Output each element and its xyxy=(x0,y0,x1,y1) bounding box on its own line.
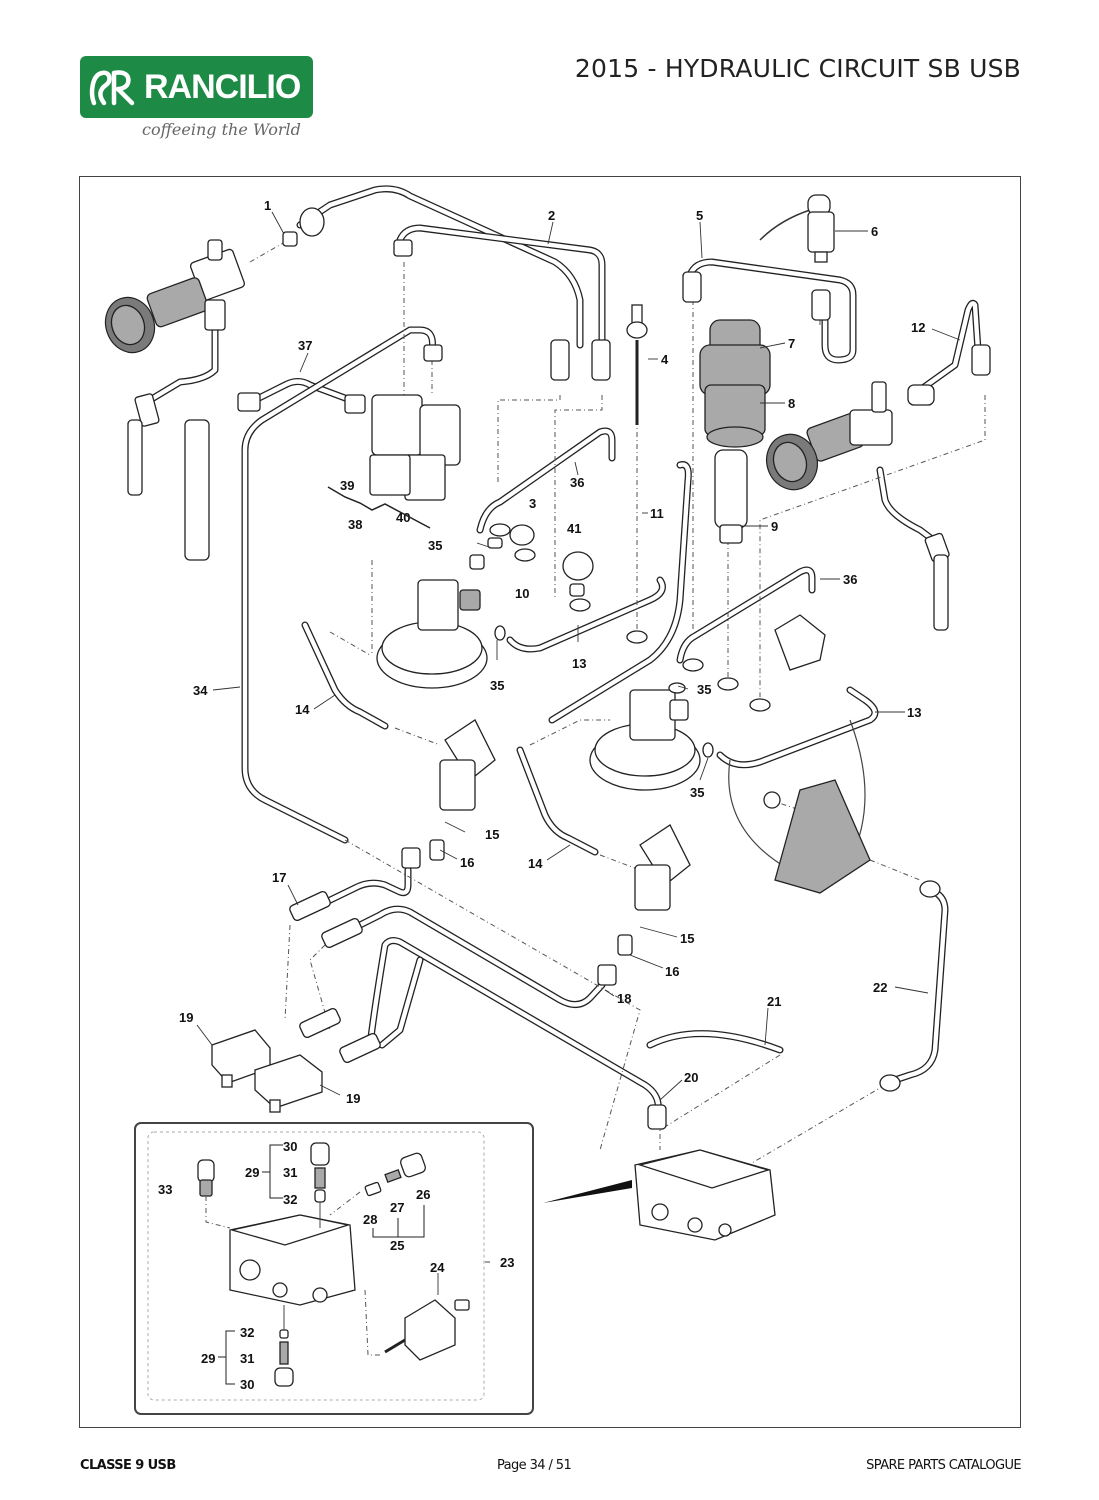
detail-inset xyxy=(134,1122,534,1415)
pipe-14-left xyxy=(301,621,389,730)
callout-36-right: 36 xyxy=(843,572,857,587)
callout-9: 9 xyxy=(771,519,778,534)
steam-tap-left xyxy=(104,207,325,496)
callout-30-bottom: 30 xyxy=(240,1377,254,1392)
callout-12: 12 xyxy=(911,320,925,335)
callout-4: 4 xyxy=(661,352,669,367)
callout-28: 28 xyxy=(363,1212,377,1227)
callout-16-right: 16 xyxy=(665,964,679,979)
fitting-2b xyxy=(591,339,611,381)
footer-catalogue: SPARE PARTS CATALOGUE xyxy=(866,1458,1021,1473)
callout-35-b: 35 xyxy=(490,678,504,693)
callout-41: 41 xyxy=(567,521,581,536)
callout-15-right: 15 xyxy=(680,931,694,946)
bracket-38 xyxy=(327,486,431,529)
steam-tap-right xyxy=(766,344,991,631)
brew-unit-left xyxy=(401,719,496,869)
callout-32-top: 32 xyxy=(283,1192,297,1207)
callout-23: 23 xyxy=(500,1255,514,1270)
callout-19-left: 19 xyxy=(179,1010,193,1025)
rancilio-logo-mark-icon xyxy=(89,70,135,106)
gauge-7-8 xyxy=(699,319,771,448)
callout-26: 26 xyxy=(416,1187,430,1202)
hose-left xyxy=(146,326,219,404)
callout-34: 34 xyxy=(193,683,208,698)
callout-29-bottom: 29 xyxy=(201,1351,215,1366)
callout-17: 17 xyxy=(272,870,286,885)
footer-page-number: Page 34 / 51 xyxy=(497,1458,572,1473)
pipes xyxy=(146,185,982,1114)
fitting-17 xyxy=(289,890,331,922)
callout-15-left: 15 xyxy=(485,827,499,842)
expansion-valve xyxy=(714,449,748,544)
brand-logo: RANCILIO xyxy=(80,56,313,118)
pipe-14-right xyxy=(516,746,599,856)
callout-39: 39 xyxy=(340,478,354,493)
callout-36-left: 36 xyxy=(570,475,584,490)
callout-16-left: 16 xyxy=(460,855,474,870)
callout-18: 18 xyxy=(617,991,631,1006)
callout-21: 21 xyxy=(767,994,781,1009)
callout-5: 5 xyxy=(696,208,703,223)
fitting-22 xyxy=(879,1074,901,1092)
injector-left xyxy=(184,239,443,561)
parts xyxy=(104,194,991,1241)
pipe-12 xyxy=(916,299,982,394)
group-head-left xyxy=(376,523,648,689)
callout-35-c: 35 xyxy=(697,682,711,697)
callout-1: 1 xyxy=(264,198,271,213)
callout-13-left: 13 xyxy=(572,656,586,671)
callout-8: 8 xyxy=(788,396,795,411)
callout-33: 33 xyxy=(158,1182,172,1197)
callout-31-top: 31 xyxy=(283,1165,297,1180)
callout-10: 10 xyxy=(515,586,529,601)
callout-35-a: 35 xyxy=(428,538,442,553)
callout-7: 7 xyxy=(788,336,795,351)
callout-30-top: 30 xyxy=(283,1139,297,1154)
leader-lines xyxy=(196,211,961,1295)
group-head-right xyxy=(589,614,826,791)
callout-13-right: 13 xyxy=(907,705,921,720)
callout-31-bottom: 31 xyxy=(240,1351,254,1366)
callout-38: 38 xyxy=(348,517,362,532)
callout-25: 25 xyxy=(390,1238,404,1253)
callout-35-d: 35 xyxy=(690,785,704,800)
callout-37: 37 xyxy=(298,338,312,353)
callout-labels: 1 2 3 4 5 6 7 8 9 10 11 12 13 13 14 14 1… xyxy=(158,198,925,1392)
pipe-36-left xyxy=(476,427,616,534)
diagram-frame xyxy=(79,176,1021,1428)
callout-14-left: 14 xyxy=(295,702,310,717)
brand-tagline: coffeeing the World xyxy=(142,120,301,139)
callout-29-top: 29 xyxy=(245,1165,259,1180)
callout-40: 40 xyxy=(396,510,410,525)
distribution-block xyxy=(634,1149,776,1241)
callout-27: 27 xyxy=(390,1200,404,1215)
callout-24: 24 xyxy=(430,1260,445,1275)
level-probe xyxy=(626,304,648,425)
detail-pointer-arrow xyxy=(543,1180,632,1203)
pressure-switch xyxy=(759,194,835,321)
callout-2: 2 xyxy=(548,208,555,223)
page-title: 2015 - HYDRAULIC CIRCUIT SB USB xyxy=(574,54,1021,83)
callout-14-right: 14 xyxy=(528,856,543,871)
boiler-heater xyxy=(728,719,871,894)
callout-20: 20 xyxy=(684,1070,698,1085)
callout-32-bottom: 32 xyxy=(240,1325,254,1340)
flowmeter-right xyxy=(254,1054,323,1113)
callout-22: 22 xyxy=(873,980,887,995)
brand-name: RANCILIO xyxy=(144,67,301,106)
callout-19-right: 19 xyxy=(346,1091,360,1106)
footer-model: CLASSE 9 USB xyxy=(80,1458,176,1473)
fitting-20 xyxy=(647,1104,667,1130)
solenoid-valve xyxy=(369,394,461,501)
fitting-2a xyxy=(550,339,570,381)
fitting-5 xyxy=(682,271,702,303)
callout-3: 3 xyxy=(529,496,536,511)
callout-6: 6 xyxy=(871,224,878,239)
pipe-main-top xyxy=(296,185,584,349)
brew-unit-right xyxy=(597,824,691,986)
callout-11: 11 xyxy=(650,506,664,521)
